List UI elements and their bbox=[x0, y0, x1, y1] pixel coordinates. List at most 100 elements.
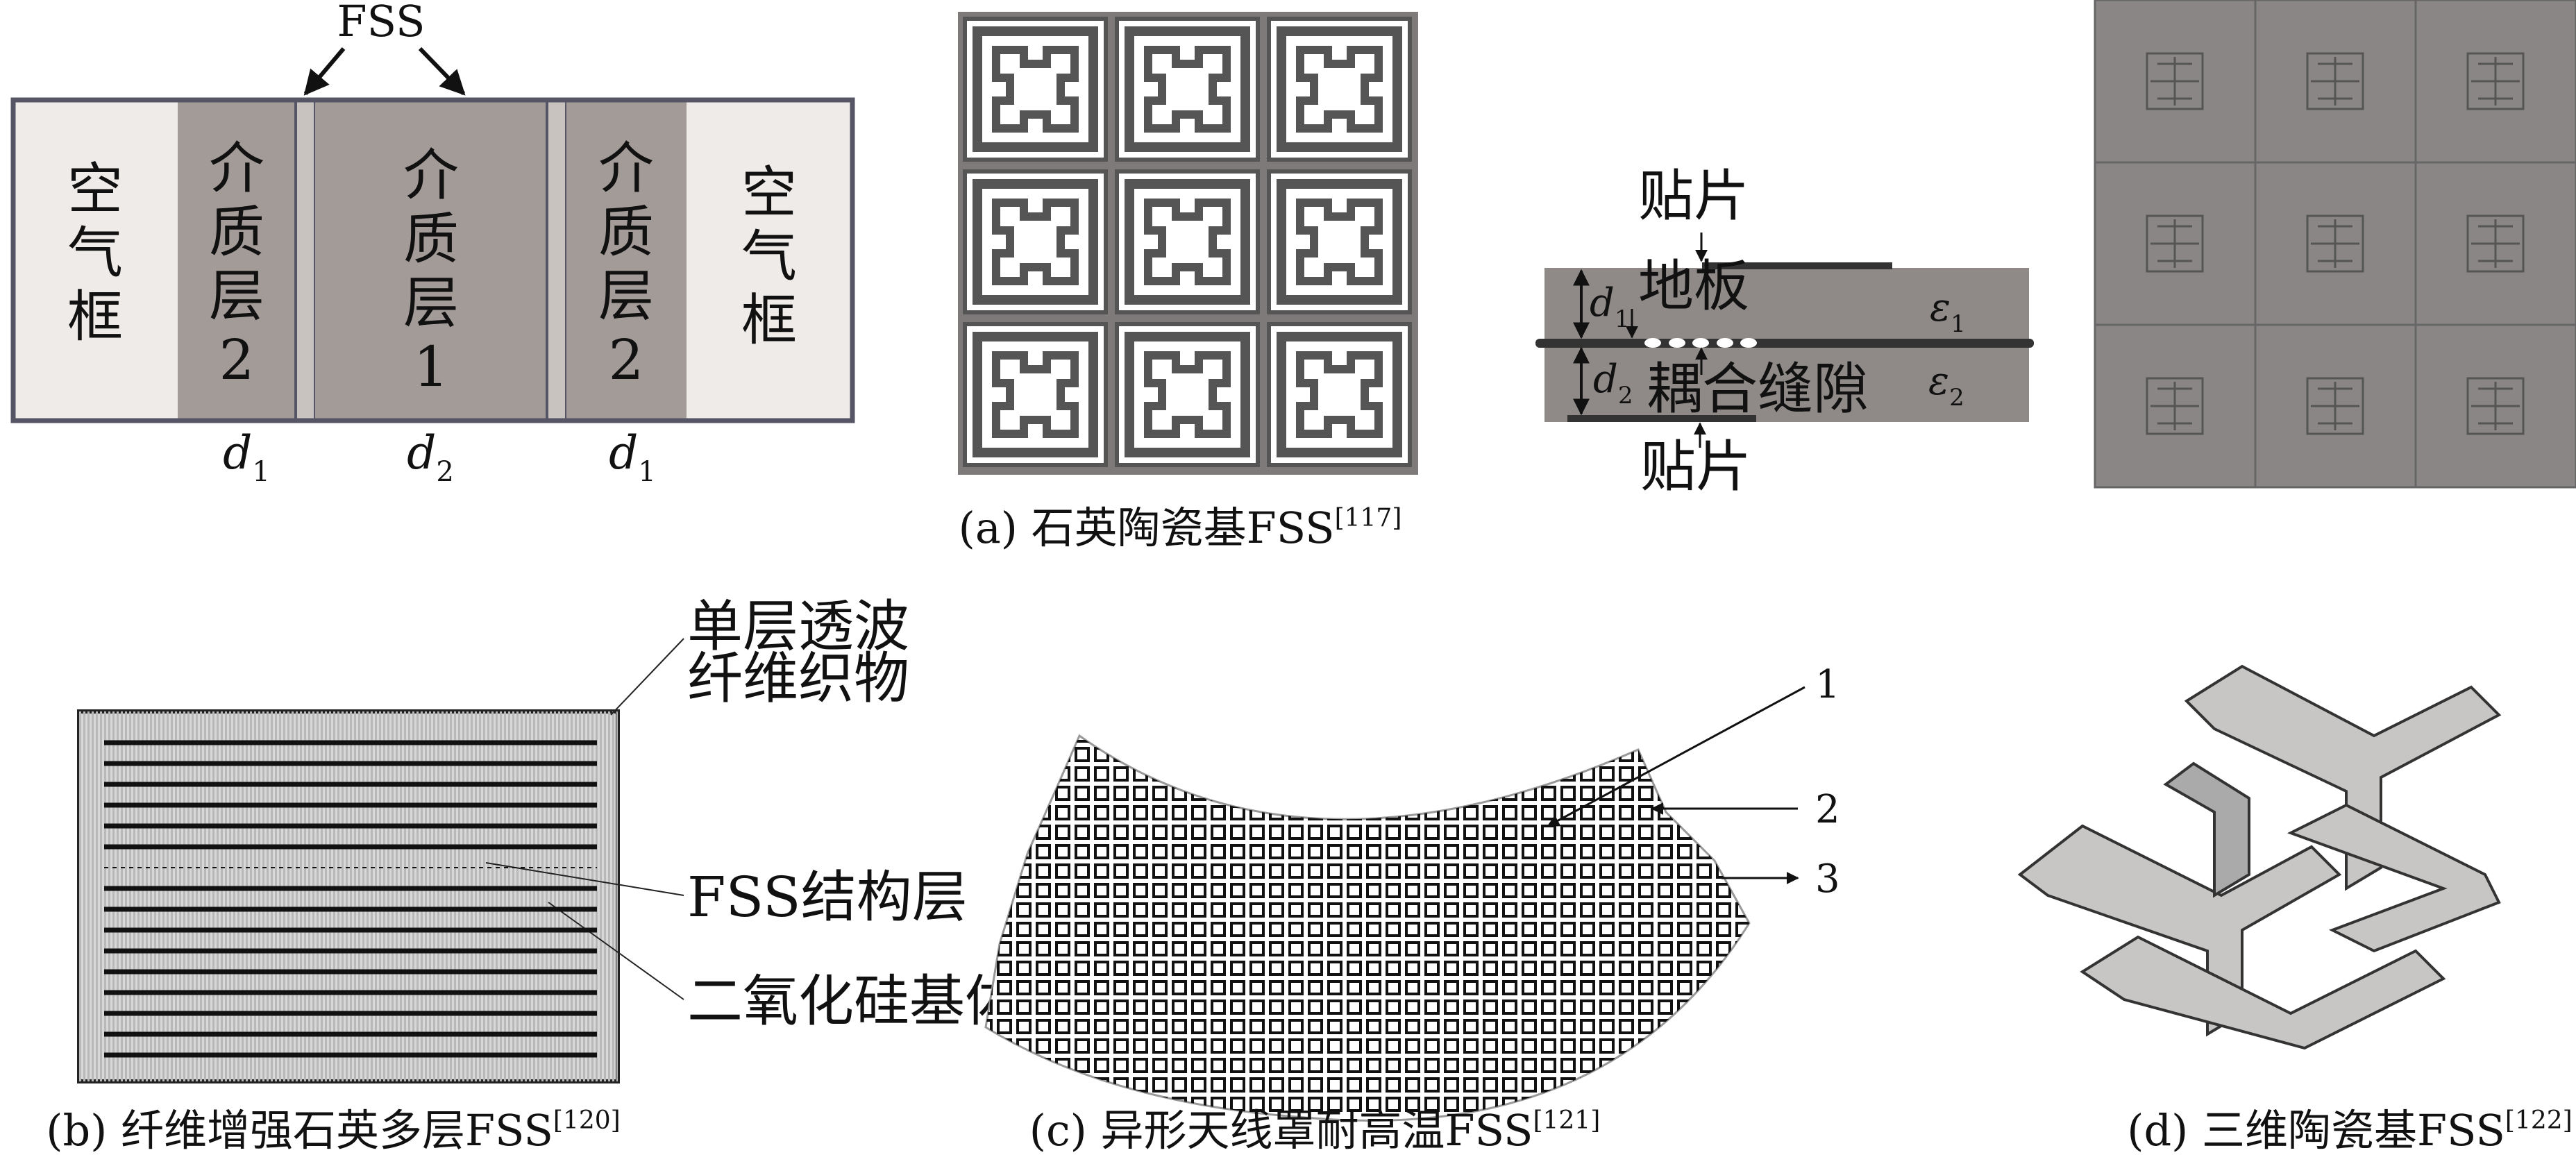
fss-square-element bbox=[1658, 825, 1673, 840]
fss-square-element bbox=[1716, 786, 1731, 801]
fss-square-element bbox=[986, 747, 993, 762]
fss-square-element bbox=[1075, 844, 1090, 859]
fss-square-element bbox=[1249, 844, 1265, 859]
fss-square-element bbox=[997, 863, 1012, 879]
fss-square-element bbox=[1405, 883, 1420, 898]
fss-square-element bbox=[1444, 747, 1459, 762]
fss-square-element bbox=[1133, 902, 1148, 918]
fss-square-element bbox=[997, 980, 1012, 995]
fss-square-element bbox=[1094, 805, 1109, 820]
fss-square-element bbox=[1599, 961, 1615, 976]
fss-square-element bbox=[1502, 941, 1517, 956]
fss-square-element bbox=[1249, 1038, 1265, 1054]
fss-square-element bbox=[1327, 786, 1342, 801]
fss-square-element bbox=[1677, 961, 1692, 976]
fss-square-element bbox=[1522, 825, 1537, 840]
fss-square-element bbox=[1560, 747, 1576, 762]
fss-square-element bbox=[1133, 825, 1148, 840]
fss-square-element bbox=[1386, 766, 1401, 782]
fss-square-element bbox=[1152, 961, 1168, 976]
fss-square-element bbox=[1716, 825, 1731, 840]
fss-square-element bbox=[1619, 766, 1634, 782]
fss-square-element bbox=[1249, 863, 1265, 879]
dielectric-2-label-left: 介 bbox=[209, 136, 264, 201]
dielectric-1-label: 1 bbox=[414, 335, 449, 399]
dielectric-2-label-left: 2 bbox=[219, 328, 255, 392]
fss-square-element bbox=[1405, 1097, 1420, 1112]
fss-square-element bbox=[1444, 999, 1459, 1015]
fss-square-element bbox=[1677, 941, 1692, 956]
fss-square-element bbox=[1347, 766, 1362, 782]
fss-unit-cell bbox=[963, 169, 1108, 314]
fss-square-element bbox=[1347, 1058, 1362, 1073]
fss-square-element bbox=[1463, 1097, 1479, 1112]
fss-square-element bbox=[1327, 1019, 1342, 1034]
fss-square-element bbox=[1269, 902, 1284, 918]
fss-square-element bbox=[997, 999, 1012, 1015]
fss-square-element bbox=[1288, 1058, 1304, 1073]
fss-square-element bbox=[1560, 902, 1576, 918]
fss-square-element bbox=[1269, 980, 1284, 995]
fss-square-element bbox=[1327, 825, 1342, 840]
fss-square-element bbox=[1463, 941, 1479, 956]
fss-square-element bbox=[1366, 941, 1381, 956]
fss-square-element bbox=[1327, 1058, 1342, 1073]
fss-square-element bbox=[1016, 805, 1032, 820]
fss-square-element bbox=[1055, 1038, 1070, 1054]
fss-square-element bbox=[1211, 863, 1226, 879]
fss-square-element bbox=[1444, 825, 1459, 840]
fss-square-element bbox=[1308, 902, 1323, 918]
fss-square-element bbox=[1619, 941, 1634, 956]
fss-square-element bbox=[1386, 1019, 1401, 1034]
fss-square-element bbox=[1405, 1077, 1420, 1093]
fss-square-element bbox=[1308, 825, 1323, 840]
fss-square-element bbox=[1308, 999, 1323, 1015]
fss-square-element bbox=[1580, 1038, 1595, 1054]
air-frame-right bbox=[687, 100, 852, 421]
fss-square-element bbox=[1366, 844, 1381, 859]
fss-square-element bbox=[1444, 736, 1459, 743]
fss-square-element bbox=[986, 805, 993, 820]
fss-square-element bbox=[1249, 766, 1265, 782]
fss-square-element bbox=[1016, 941, 1032, 956]
fss-square-element bbox=[1327, 1038, 1342, 1054]
label-1: 1 bbox=[1815, 662, 1840, 707]
fss-square-element bbox=[1269, 844, 1284, 859]
fss-square-element bbox=[1444, 1097, 1459, 1112]
caption-c: (c) 异形天线罩耐高温FSS[121] bbox=[1029, 1105, 1601, 1156]
fss-square-element bbox=[1697, 1097, 1712, 1112]
fss-square-element bbox=[1522, 747, 1537, 762]
fss-square-element bbox=[1230, 1077, 1245, 1093]
fss-square-element bbox=[1658, 1038, 1673, 1054]
fss-square-element bbox=[1366, 863, 1381, 879]
fss-square-element bbox=[1211, 747, 1226, 762]
fss-square-element bbox=[1191, 825, 1206, 840]
fss-square-element bbox=[1230, 961, 1245, 976]
fss-square-element bbox=[1677, 1097, 1692, 1112]
fss-square-element bbox=[1638, 961, 1653, 976]
dielectric-2-label-right: 质 bbox=[598, 200, 654, 264]
fss-square-element bbox=[1172, 941, 1187, 956]
fss-square-element bbox=[1463, 1019, 1479, 1034]
fss-square-element bbox=[997, 825, 1012, 840]
fss-square-element bbox=[1269, 786, 1284, 801]
fss-square-element bbox=[1249, 922, 1265, 937]
fss-square-element bbox=[1191, 999, 1206, 1015]
fss-square-element bbox=[1677, 766, 1692, 782]
fss-square-element bbox=[1094, 902, 1109, 918]
fss-square-element bbox=[1133, 805, 1148, 820]
fss-square-element bbox=[1463, 766, 1479, 782]
fss-square-element bbox=[1036, 825, 1051, 840]
fss-square-element bbox=[1288, 883, 1304, 898]
fss-square-element bbox=[1347, 961, 1362, 976]
fss-square-element bbox=[1638, 922, 1653, 937]
fss-square-element bbox=[1347, 941, 1362, 956]
fss-square-element bbox=[1308, 961, 1323, 976]
fss-square-element bbox=[1735, 825, 1749, 840]
conformal-radome-fss: 1 2 3 bbox=[984, 662, 1840, 1122]
fss-square-element bbox=[1502, 825, 1517, 840]
fss-square-element bbox=[1386, 1038, 1401, 1054]
fss-square-element bbox=[1288, 786, 1304, 801]
fss-square-element bbox=[1152, 902, 1168, 918]
fss-square-element bbox=[986, 863, 993, 879]
